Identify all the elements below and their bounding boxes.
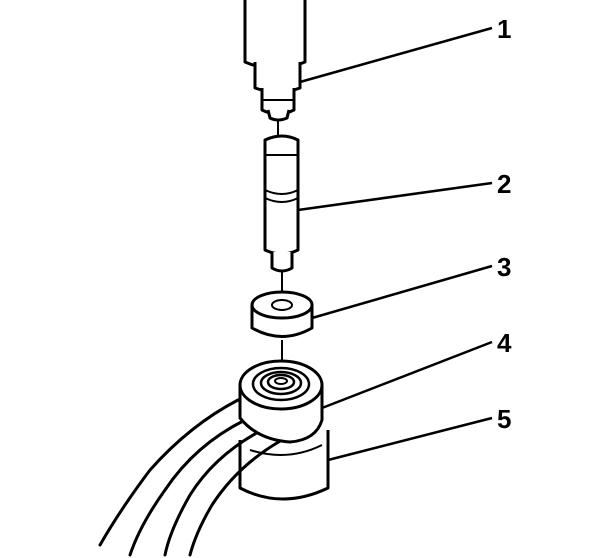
leader-line-5 — [327, 416, 493, 462]
leader-line-3 — [311, 264, 493, 320]
bushing — [250, 290, 314, 338]
receiver-cup — [238, 430, 330, 501]
leader-lines — [297, 26, 493, 462]
control-arm — [98, 398, 284, 557]
driver-tool — [263, 134, 300, 273]
callout-1: 1 — [497, 14, 511, 44]
callout-3: 3 — [497, 252, 511, 282]
callout-5: 5 — [497, 404, 511, 434]
control-arm-bushing-eye — [238, 359, 324, 444]
leader-line-2 — [297, 181, 493, 212]
callout-4: 4 — [497, 328, 512, 358]
leader-line-1 — [299, 26, 493, 84]
leader-line-4 — [321, 340, 493, 410]
press-ram — [243, 0, 307, 122]
callout-2: 2 — [497, 169, 511, 199]
